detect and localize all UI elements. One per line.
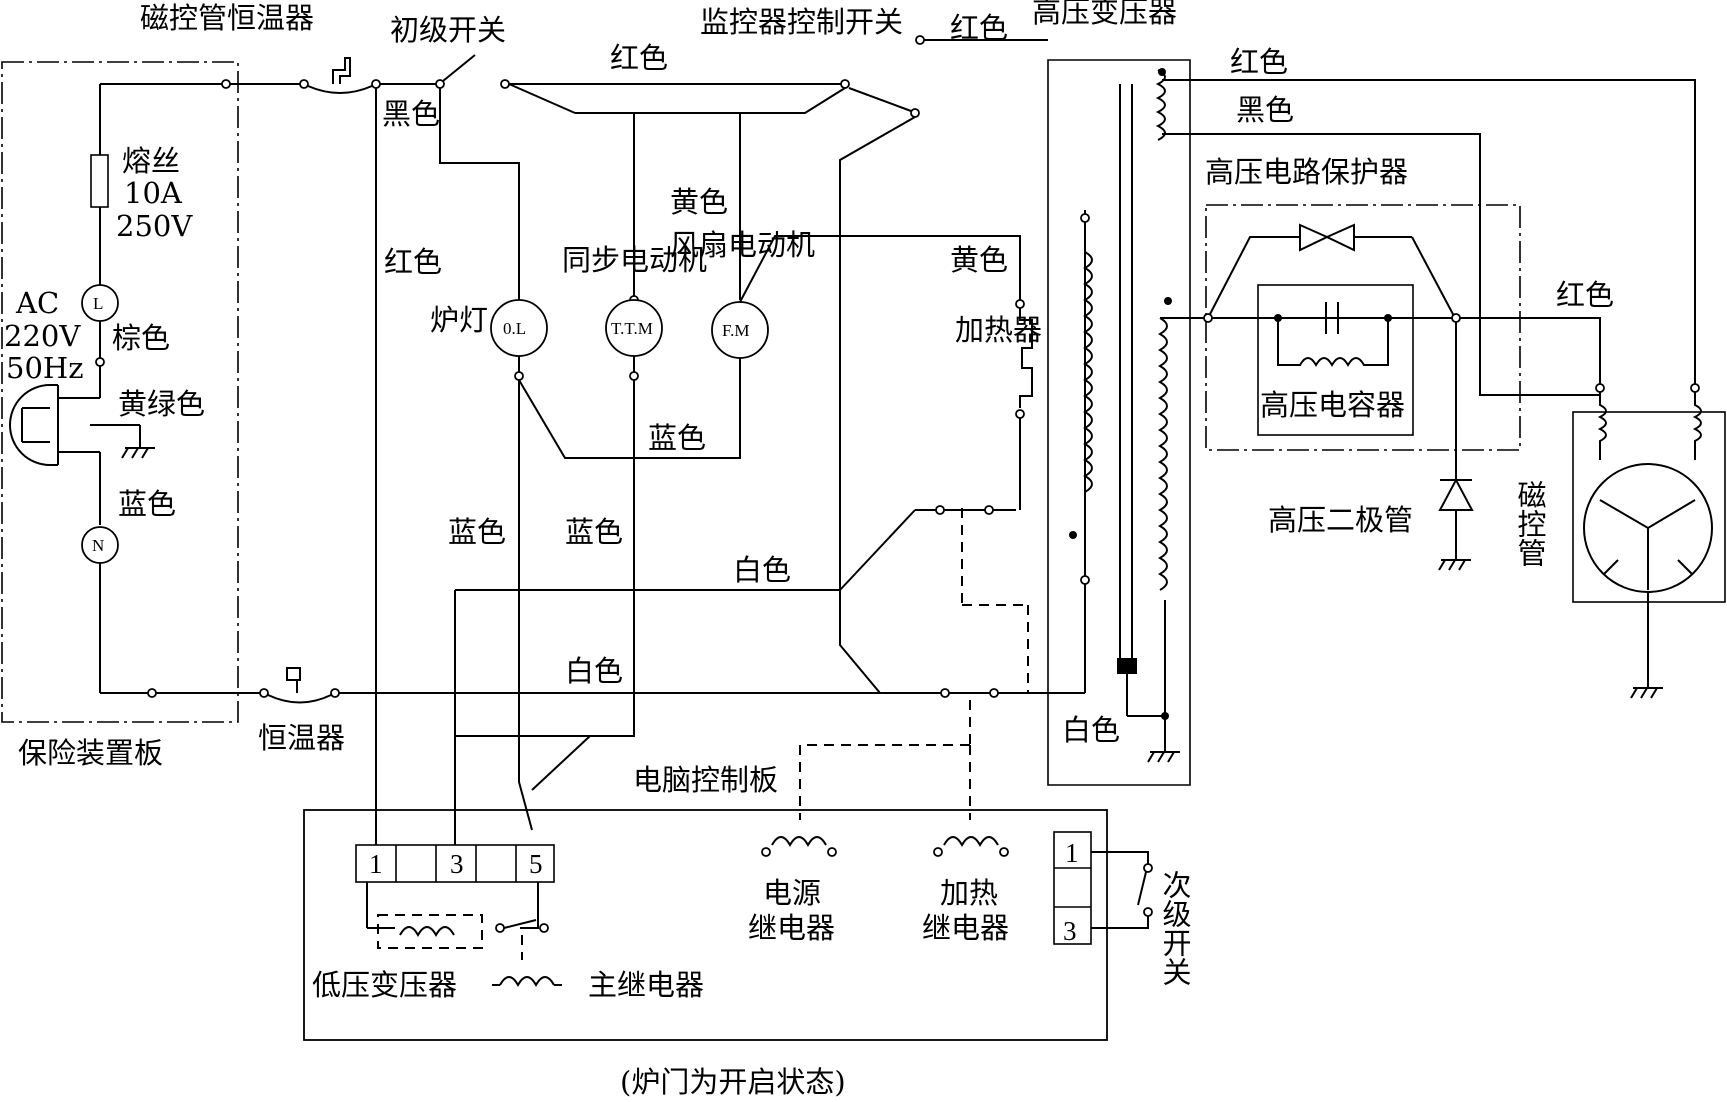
svg-text:继电器: 继电器 — [748, 911, 835, 945]
neutral-terminal-label: N — [92, 536, 104, 555]
primary-switch: 初级开关 黑色 — [380, 13, 510, 131]
svg-text:黄色: 黄色 — [950, 243, 1008, 277]
svg-text:高压二极管: 高压二极管 — [1268, 503, 1413, 537]
line-terminal-label: L — [93, 294, 103, 313]
sync-motor-label: T.T.M — [611, 319, 653, 338]
svg-text:3: 3 — [450, 849, 464, 879]
svg-text:50Hz: 50Hz — [6, 351, 83, 385]
lamp-feed-wire — [439, 88, 520, 300]
hv-circuit-protector: 高压电路保护器 高压电容器 — [1160, 155, 1521, 451]
svg-text:红色: 红色 — [1556, 278, 1614, 312]
svg-text:棕色: 棕色 — [112, 321, 170, 355]
svg-text:红色: 红色 — [1230, 45, 1288, 79]
svg-text:风扇电动机: 风扇电动机 — [670, 228, 815, 262]
svg-text:蓝色: 蓝色 — [565, 515, 623, 549]
svg-text:1: 1 — [1065, 838, 1079, 868]
red-hv-wire — [1460, 317, 1601, 385]
svg-text:高压电路保护器: 高压电路保护器 — [1205, 155, 1408, 189]
svg-text:白色: 白色 — [733, 553, 791, 587]
svg-text:炉灯: 炉灯 — [430, 303, 488, 337]
svg-text:1: 1 — [369, 849, 383, 879]
ground-icon — [121, 447, 155, 459]
blue-wire-motors — [518, 358, 741, 459]
magnetron-thermostat: 磁控管恒温器 — [140, 1, 381, 94]
svg-text:红色: 红色 — [384, 245, 442, 279]
sync-motor: T.T.M 同步电动机 — [562, 113, 707, 381]
svg-text:加热器: 加热器 — [955, 313, 1042, 347]
yellow-wire-heater — [739, 235, 1021, 303]
safety-board-label: 保险装置板 — [18, 736, 163, 770]
svg-text:低压变压器: 低压变压器 — [312, 968, 457, 1002]
ground-icon — [1147, 751, 1180, 763]
heat-relay-contacts — [839, 505, 1029, 693]
bottom-white-wire: 恒温器 白色 — [156, 160, 1085, 820]
oven-lamp-label: 0.L — [503, 319, 526, 338]
svg-text:加热: 加热 — [940, 876, 998, 910]
svg-text:黄绿色: 黄绿色 — [118, 387, 205, 421]
svg-text:黑色: 黑色 — [382, 97, 440, 131]
mains-supply: L N 熔丝 10A 250V AC 220V 50Hz — [4, 79, 231, 698]
blue-wire-lamp-to-board — [518, 380, 533, 831]
svg-text:白色: 白色 — [565, 654, 623, 688]
svg-text:黄色: 黄色 — [670, 185, 728, 219]
core-ground-block — [1117, 658, 1137, 674]
ground-icon — [1438, 559, 1471, 571]
fan-motor: F.M 风扇电动机 黄色 — [670, 113, 815, 359]
svg-text:高压电容器: 高压电容器 — [1260, 388, 1405, 422]
svg-text:主继电器: 主继电器 — [588, 968, 704, 1002]
svg-text:蓝色: 蓝色 — [648, 421, 706, 455]
red-filament-wire — [1162, 79, 1696, 385]
svg-text:熔丝: 熔丝 — [122, 144, 180, 178]
svg-text:同步电动机: 同步电动机 — [562, 243, 707, 277]
diagram-caption: (炉门为开启状态) — [620, 1065, 846, 1099]
svg-text:红色: 红色 — [610, 41, 668, 75]
svg-text:蓝色: 蓝色 — [118, 487, 176, 521]
svg-text:高压变压器: 高压变压器 — [1032, 0, 1177, 29]
magnetron: 磁控管 — [1513, 383, 1726, 699]
svg-text:蓝色: 蓝色 — [448, 515, 506, 549]
svg-text:初级开关: 初级开关 — [390, 13, 506, 47]
safety-board: 保险装置板 — [1, 61, 239, 770]
svg-text:磁控管恒温器: 磁控管恒温器 — [140, 1, 314, 35]
svg-text:5: 5 — [529, 849, 543, 879]
svg-text:AC: AC — [15, 286, 59, 320]
power-plug-icon — [9, 384, 58, 466]
hv-diode: 高压二极管 — [1268, 322, 1474, 571]
svg-text:监控器控制开关: 监控器控制开关 — [700, 5, 903, 39]
fuse-symbol — [90, 154, 109, 208]
svg-text:250V: 250V — [116, 209, 193, 243]
oven-lamp: 0.L 炉灯 — [430, 299, 548, 381]
magnetron-label: 磁控管 — [1513, 480, 1547, 567]
ground-icon — [1630, 687, 1663, 699]
hv-transformer: 白色 — [1047, 59, 1191, 786]
sync-motor-board-wire — [531, 735, 591, 791]
svg-text:黑色: 黑色 — [1236, 93, 1294, 127]
secondary-switch-label: 次级开关 — [1158, 870, 1192, 986]
blue-wire-sync-to-board — [454, 380, 635, 845]
svg-text:电脑控制板: 电脑控制板 — [633, 763, 778, 797]
fan-motor-label: F.M — [722, 321, 749, 340]
heater: 加热器 — [955, 299, 1042, 510]
svg-text:3: 3 — [1063, 916, 1077, 946]
svg-text:电源: 电源 — [763, 876, 821, 910]
svg-text:继电器: 继电器 — [922, 911, 1009, 945]
computer-control-board: 电脑控制板 1 3 5 低压变压器 主继电器 电源 继电器 — [303, 735, 1153, 1041]
svg-text:白色: 白色 — [1062, 713, 1120, 747]
svg-text:恒温器: 恒温器 — [258, 721, 345, 755]
svg-text:红色: 红色 — [950, 11, 1008, 45]
svg-text:10A: 10A — [124, 176, 183, 210]
svg-text:220V: 220V — [4, 319, 81, 353]
